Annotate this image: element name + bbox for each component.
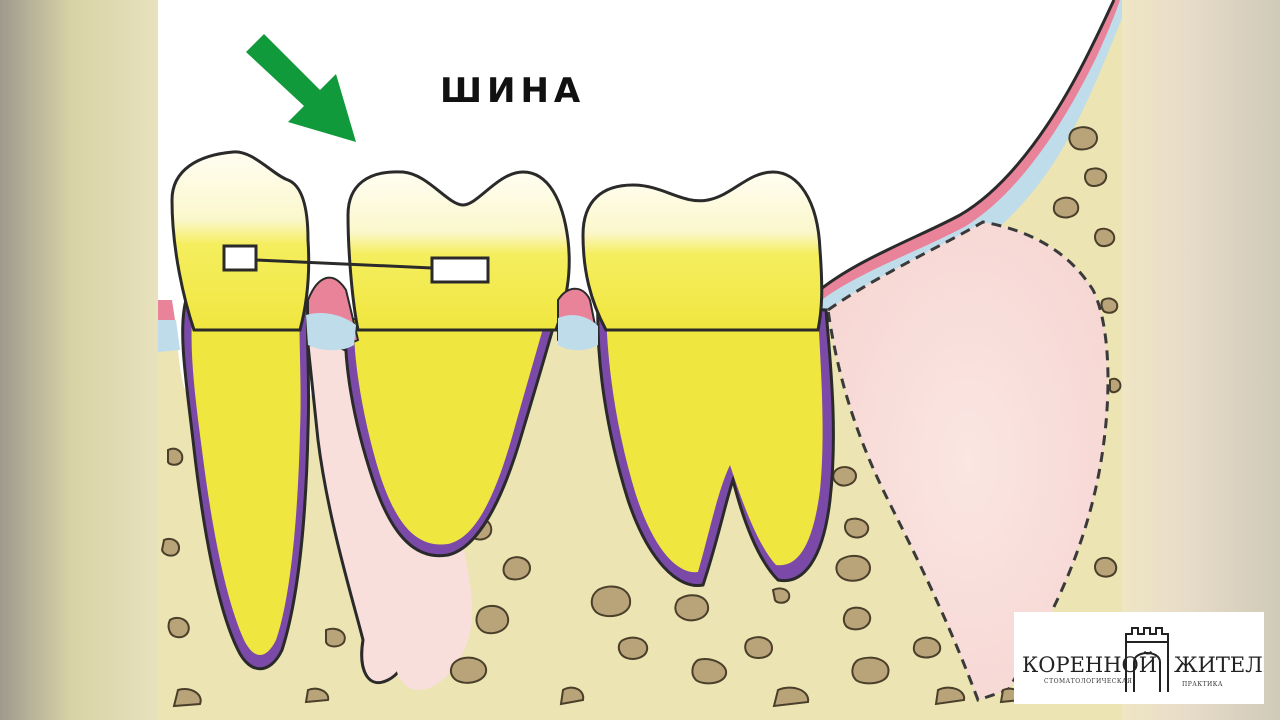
splint-label: ШИНА: [440, 71, 586, 111]
blurred-right-margin: [1122, 0, 1280, 720]
gum-blue-layer: [810, 0, 1122, 322]
gate-drawing: [1125, 627, 1169, 692]
logo-sub-left: СТОМАТОЛОГИЧЕСКАЯ: [1044, 678, 1132, 685]
splint-wire: [255, 258, 433, 270]
gum-outline: [806, 0, 1116, 302]
tooth-right: [581, 170, 835, 588]
logo: КОРЕННОЙ ЖИТЕЛЬ СТОМАТОЛОГИЧЕСКАЯ ПРАКТИ…: [1014, 612, 1264, 704]
arrow-down-right-icon: [246, 34, 356, 142]
tooth-middle: [344, 170, 571, 558]
splint-bracket-left: [222, 244, 258, 272]
logo-sub-right: ПРАКТИКА: [1182, 681, 1223, 688]
blurred-left-margin: [0, 0, 158, 720]
gum-papillae: [158, 276, 600, 352]
logo-word-right: ЖИТЕЛЬ: [1174, 653, 1264, 677]
dental-splint-diagram: [158, 0, 1122, 720]
splint-bracket-right: [430, 256, 490, 284]
bone-lesion-area: [826, 220, 1110, 702]
castle-gate-icon: КОРЕННОЙ ЖИТЕЛЬ СТОМАТОЛОГИЧЕСКАЯ ПРАКТИ…: [1022, 627, 1264, 692]
splint: [222, 244, 490, 284]
tooth-left: [170, 150, 311, 671]
